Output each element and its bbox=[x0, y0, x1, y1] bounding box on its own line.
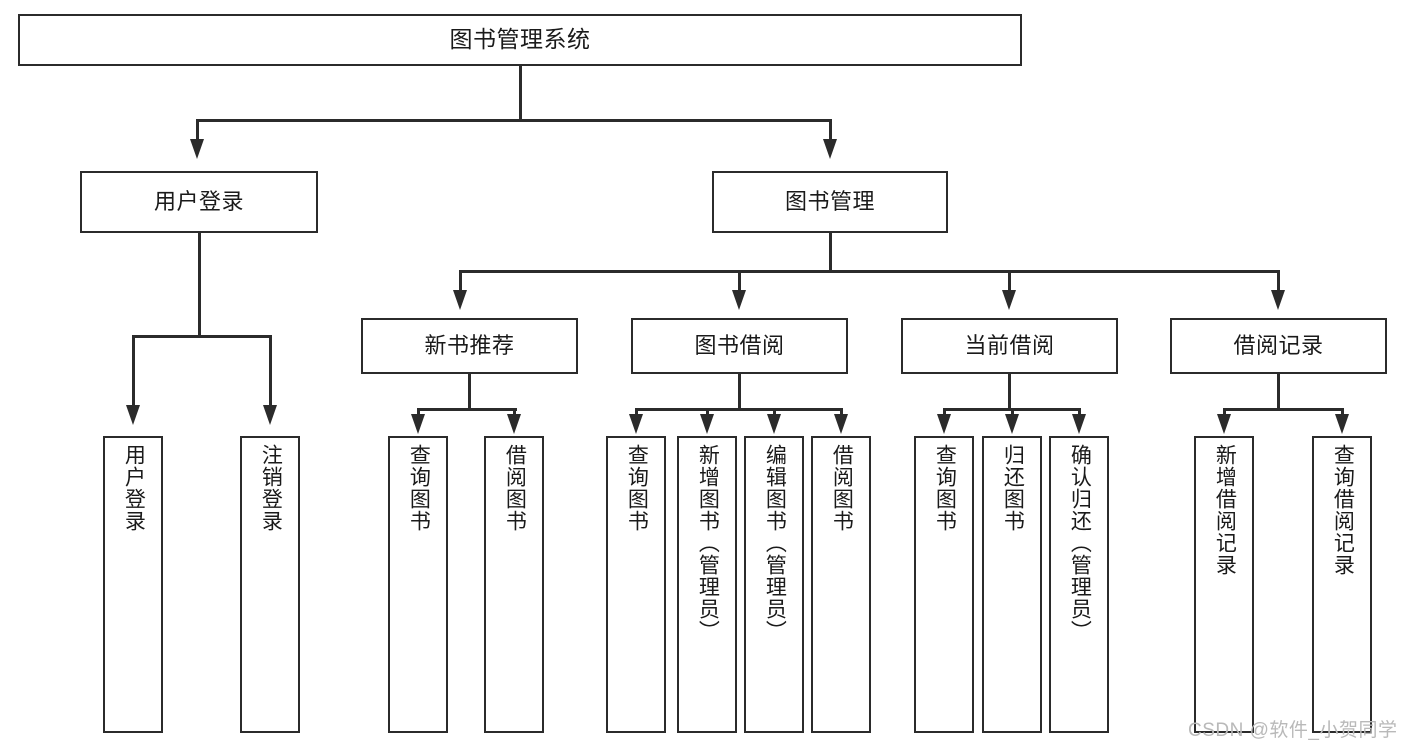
connector-borrow-record-bus bbox=[1224, 408, 1344, 411]
connector-bb-drop-1 bbox=[635, 408, 638, 418]
node-leaf-query-book-2[interactable]: 查询图书 bbox=[606, 436, 666, 733]
connector-to-borrow-record bbox=[1277, 270, 1280, 292]
node-leaf-return-book[interactable]: 归还图书 bbox=[982, 436, 1042, 733]
arrowhead-leaf-add-record bbox=[1217, 414, 1231, 434]
arrowhead-book-management bbox=[823, 139, 837, 159]
node-label: 借阅记录 bbox=[1233, 332, 1324, 358]
node-label: 图书借阅 bbox=[694, 332, 785, 358]
node-borrow-record[interactable]: 借阅记录 bbox=[1170, 318, 1387, 374]
connector-book-management-stem bbox=[829, 233, 832, 272]
node-label: 归还图书 bbox=[1001, 444, 1025, 532]
connector-new-book-recommend-bus bbox=[418, 408, 517, 411]
connector-bb-drop-4 bbox=[840, 408, 843, 418]
connector-book-borrow-bus bbox=[636, 408, 843, 411]
node-leaf-add-record[interactable]: 新增借阅记录 bbox=[1194, 436, 1254, 733]
watermark-text: CSDN @软件_小贺同学 bbox=[1188, 720, 1398, 741]
arrowhead-leaf-edit-book bbox=[767, 414, 781, 434]
connector-cb-drop-1 bbox=[943, 408, 946, 418]
connector-level2-bus bbox=[460, 270, 1280, 273]
connector-to-current-borrow bbox=[1008, 270, 1011, 292]
node-label: 查询图书 bbox=[407, 444, 431, 532]
node-leaf-edit-book[interactable]: 编辑图书（管理员） bbox=[744, 436, 804, 733]
node-label: 确认归还（管理员） bbox=[1068, 444, 1092, 642]
connector-cb-drop-3 bbox=[1078, 408, 1081, 418]
connector-nbr-drop-1 bbox=[417, 408, 420, 418]
arrowhead-borrow-record bbox=[1271, 290, 1285, 310]
connector-to-user-login bbox=[196, 119, 199, 141]
node-label: 图书管理 bbox=[784, 188, 875, 214]
arrowhead-leaf-confirm-return bbox=[1072, 414, 1086, 434]
node-user-login[interactable]: 用户登录 bbox=[80, 171, 318, 233]
arrowhead-new-book-recommend bbox=[453, 290, 467, 310]
arrowhead-leaf-user-login bbox=[126, 405, 140, 425]
connector-level1-bus bbox=[198, 119, 832, 122]
node-label: 查询图书 bbox=[625, 444, 649, 532]
arrowhead-leaf-query-record bbox=[1335, 414, 1349, 434]
node-label: 查询借阅记录 bbox=[1331, 444, 1355, 576]
arrowhead-leaf-add-book bbox=[700, 414, 714, 434]
connector-borrow-record-stem bbox=[1277, 374, 1280, 410]
node-leaf-borrow-book-2[interactable]: 借阅图书 bbox=[811, 436, 871, 733]
arrowhead-leaf-query-book-2 bbox=[629, 414, 643, 434]
connector-root-stem bbox=[519, 66, 522, 121]
node-leaf-query-book-3[interactable]: 查询图书 bbox=[914, 436, 974, 733]
arrowhead-leaf-return-book bbox=[1005, 414, 1019, 434]
arrowhead-current-borrow bbox=[1002, 290, 1016, 310]
node-root-system[interactable]: 图书管理系统 bbox=[18, 14, 1022, 66]
node-leaf-borrow-book-1[interactable]: 借阅图书 bbox=[484, 436, 544, 733]
node-label: 图书管理系统 bbox=[449, 26, 591, 53]
arrowhead-leaf-borrow-book-2 bbox=[834, 414, 848, 434]
arrowhead-leaf-borrow-book-1 bbox=[507, 414, 521, 434]
connector-current-borrow-stem bbox=[1008, 374, 1011, 410]
node-label: 编辑图书（管理员） bbox=[763, 444, 787, 642]
connector-user-login-drop-2 bbox=[269, 335, 272, 407]
arrowhead-leaf-logout bbox=[263, 405, 277, 425]
arrowhead-user-login bbox=[190, 139, 204, 159]
connector-to-book-borrow bbox=[738, 270, 741, 292]
connector-user-login-drop-1 bbox=[132, 335, 135, 407]
connector-user-login-bus bbox=[133, 335, 272, 338]
node-label: 用户登录 bbox=[122, 444, 146, 532]
node-leaf-query-record[interactable]: 查询借阅记录 bbox=[1312, 436, 1372, 733]
connector-bb-drop-2 bbox=[706, 408, 709, 418]
node-label: 新增借阅记录 bbox=[1213, 444, 1237, 576]
node-label: 借阅图书 bbox=[503, 444, 527, 532]
arrowhead-leaf-query-book-1 bbox=[411, 414, 425, 434]
node-label: 当前借阅 bbox=[964, 332, 1055, 358]
connector-new-book-recommend-stem bbox=[468, 374, 471, 410]
arrowhead-book-borrow bbox=[732, 290, 746, 310]
node-leaf-query-book-1[interactable]: 查询图书 bbox=[388, 436, 448, 733]
node-label: 新增图书（管理员） bbox=[696, 444, 720, 642]
connector-book-borrow-stem bbox=[738, 374, 741, 410]
node-label: 用户登录 bbox=[153, 188, 244, 214]
connector-user-login-stem bbox=[198, 233, 201, 337]
connector-br-drop-1 bbox=[1223, 408, 1226, 418]
node-leaf-add-book[interactable]: 新增图书（管理员） bbox=[677, 436, 737, 733]
node-book-borrow[interactable]: 图书借阅 bbox=[631, 318, 848, 374]
connector-bb-drop-3 bbox=[773, 408, 776, 418]
node-label: 注销登录 bbox=[259, 444, 283, 532]
node-new-book-recommend[interactable]: 新书推荐 bbox=[361, 318, 578, 374]
node-label: 查询图书 bbox=[933, 444, 957, 532]
connector-cb-drop-2 bbox=[1011, 408, 1014, 418]
node-label: 借阅图书 bbox=[830, 444, 854, 532]
node-leaf-user-login[interactable]: 用户登录 bbox=[103, 436, 163, 733]
node-leaf-logout[interactable]: 注销登录 bbox=[240, 436, 300, 733]
node-label: 新书推荐 bbox=[424, 332, 515, 358]
node-leaf-confirm-return[interactable]: 确认归还（管理员） bbox=[1049, 436, 1109, 733]
connector-to-book-management bbox=[829, 119, 832, 141]
connector-nbr-drop-2 bbox=[513, 408, 516, 418]
connector-to-new-book-recommend bbox=[459, 270, 462, 292]
node-current-borrow[interactable]: 当前借阅 bbox=[901, 318, 1118, 374]
arrowhead-leaf-query-book-3 bbox=[937, 414, 951, 434]
connector-br-drop-2 bbox=[1341, 408, 1344, 418]
node-book-management[interactable]: 图书管理 bbox=[712, 171, 948, 233]
